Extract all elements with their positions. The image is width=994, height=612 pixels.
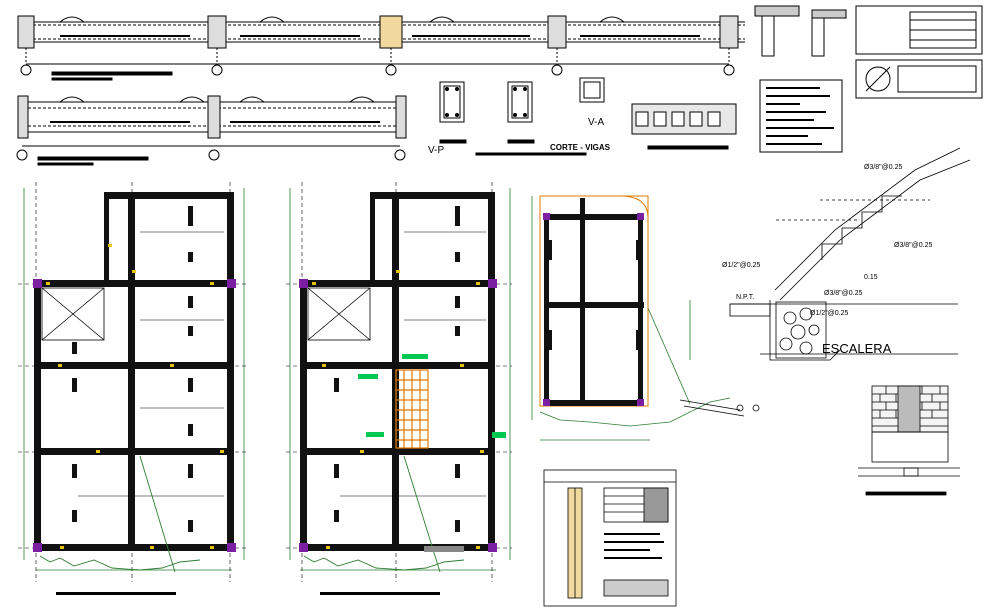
section-va-label: V-A — [588, 117, 605, 128]
detail-columns — [754, 5, 983, 153]
stair-grid — [395, 369, 429, 449]
beam-elevation-top — [17, 15, 745, 81]
brick-wall-detail — [858, 385, 960, 496]
floor-plan-narrow — [531, 195, 760, 441]
stair-section — [689, 147, 971, 361]
beam-sections — [439, 77, 737, 156]
rebar-base-label: Ø1/2"@0.25 — [810, 310, 849, 317]
rebar-low-label: Ø3/8"@0.25 — [824, 290, 863, 297]
rebar-left-label: Ø1/2"@0.25 — [722, 262, 761, 269]
thickness-label: 0.15 — [864, 274, 878, 281]
floor-plan-middle — [286, 182, 512, 595]
stair-title: ESCALERA — [822, 341, 892, 356]
column-schedule-table — [543, 469, 677, 607]
section-vp-label: V-P — [428, 145, 445, 156]
npt-label: N.P.T. — [736, 294, 755, 301]
floor-plan-left — [18, 182, 248, 595]
rebar-mid-label: Ø3/8"@0.25 — [894, 242, 933, 249]
corte-vigas-title: CORTE - VIGAS — [550, 143, 611, 152]
rebar-top-label: Ø3/8"@0.25 — [864, 164, 903, 171]
beam-elevation-middle — [16, 95, 407, 166]
